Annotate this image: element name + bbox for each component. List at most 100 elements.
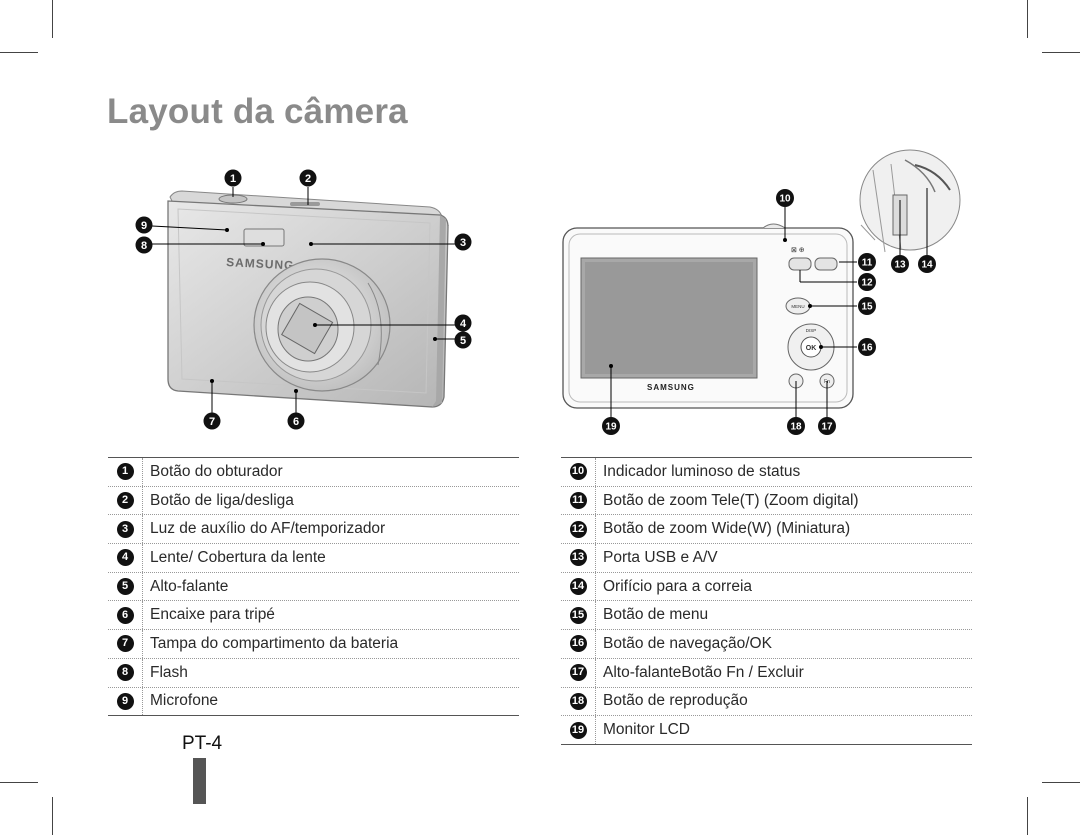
callout-7: 7 xyxy=(209,416,215,428)
legend-number-badge: 19 xyxy=(569,721,587,739)
crop-mark xyxy=(52,797,53,835)
legend-row: 2 Botão de liga/desliga xyxy=(108,486,519,516)
legend-label: Botão de zoom Tele(T) (Zoom digital) xyxy=(603,491,859,509)
callout-5: 5 xyxy=(460,335,466,347)
legend-row: 18 Botão de reprodução xyxy=(561,687,972,717)
svg-text:⊠ ⊕: ⊠ ⊕ xyxy=(791,247,805,254)
legend-number-badge: 12 xyxy=(569,520,587,538)
legend-label: Botão de navegação/OK xyxy=(603,634,772,652)
legend-row: 16 Botão de navegação/OK xyxy=(561,630,972,659)
crop-mark xyxy=(1027,797,1028,835)
legend-row: 9 Microfone xyxy=(108,687,519,716)
camera-back-diagram: SAMSUNG ⊠ ⊕ MENU OK DISP Fn 10 11 12 13 … xyxy=(562,149,961,435)
legend-row: 7 Tampa do compartimento da bateria xyxy=(108,630,519,659)
legend-number-badge: 4 xyxy=(116,549,134,567)
callout-15: 15 xyxy=(861,302,873,313)
legend-number-badge: 5 xyxy=(116,578,134,596)
legend-row: 12 Botão de zoom Wide(W) (Miniatura) xyxy=(561,515,972,545)
legend-row: 1 Botão do obturador xyxy=(108,458,519,487)
callout-11: 11 xyxy=(862,258,873,269)
callout-18: 18 xyxy=(790,422,802,433)
crop-mark xyxy=(0,52,38,53)
legend-label: Alto-falante xyxy=(150,577,229,595)
legend-row: 11 Botão de zoom Tele(T) (Zoom digital) xyxy=(561,486,972,516)
back-brand-logo: SAMSUNG xyxy=(647,383,695,392)
legend-number-badge: 11 xyxy=(569,492,587,510)
crop-mark xyxy=(0,782,38,783)
legend-row: 3 Luz de auxílio do AF/temporizador xyxy=(108,515,519,545)
callout-14: 14 xyxy=(921,260,933,271)
legend-label: Indicador luminoso de status xyxy=(603,462,801,480)
legend-label: Botão de zoom Wide(W) (Miniatura) xyxy=(603,520,851,538)
legend-number-cell: 18 xyxy=(561,687,596,716)
legend-label: Orifício para a correia xyxy=(603,577,753,595)
legend-label: Encaixe para tripé xyxy=(150,606,275,624)
menu-button-text: MENU xyxy=(791,304,804,309)
legend-number-badge: 18 xyxy=(569,692,587,710)
legend-label: Botão de menu xyxy=(603,606,709,624)
callout-16: 16 xyxy=(861,343,873,354)
legend-number-cell: 10 xyxy=(561,458,596,486)
legend-row: 13 Porta USB e A/V xyxy=(561,544,972,573)
callout-10: 10 xyxy=(779,194,791,205)
crop-mark xyxy=(1042,52,1080,53)
legend-label: Botão de reprodução xyxy=(603,692,748,710)
legend-row: 5 Alto-falante xyxy=(108,572,519,602)
legend-label: Lente/ Cobertura da lente xyxy=(150,548,326,566)
legend-row: 6 Encaixe para tripé xyxy=(108,601,519,631)
legend-label: Luz de auxílio do AF/temporizador xyxy=(150,520,386,538)
callout-6: 6 xyxy=(293,416,299,428)
legend-number-badge: 3 xyxy=(116,520,134,538)
legend-number-badge: 10 xyxy=(569,463,587,481)
legend-number-badge: 8 xyxy=(116,664,134,682)
callout-12: 12 xyxy=(861,278,873,289)
crop-mark xyxy=(52,0,53,38)
legend-label: Botão de liga/desliga xyxy=(150,491,294,509)
callout-13: 13 xyxy=(894,260,906,271)
callout-4: 4 xyxy=(460,318,467,330)
legend-number-cell: 6 xyxy=(108,601,143,630)
legend-label: Botão do obturador xyxy=(150,462,283,480)
legend-number-badge: 14 xyxy=(569,578,587,596)
legend-number-badge: 6 xyxy=(116,606,134,624)
legend-number-cell: 5 xyxy=(108,572,143,601)
legend-number-badge: 17 xyxy=(569,664,587,682)
legend-label: Porta USB e A/V xyxy=(603,548,718,566)
page-title: Layout da câmera xyxy=(107,92,408,131)
legend-number-cell: 17 xyxy=(561,658,596,687)
legend-number-badge: 7 xyxy=(116,635,134,653)
legend-number-badge: 13 xyxy=(569,549,587,567)
legend-left: 1 Botão do obturador 2 Botão de liga/deslig… xyxy=(108,457,519,717)
legend-number-cell: 4 xyxy=(108,544,143,572)
crop-mark xyxy=(1027,0,1028,38)
legend-row: 10 Indicador luminoso de status xyxy=(561,458,972,487)
camera-front-diagram: SAMSUNG 1 2 9 8 3 4 5 7 6 xyxy=(135,169,472,430)
legend-label: Microfone xyxy=(150,692,219,710)
legend-row: 15 Botão de menu xyxy=(561,601,972,631)
disp-text: DISP xyxy=(806,328,817,333)
callout-2: 2 xyxy=(305,173,311,185)
legend-number-cell: 2 xyxy=(108,486,143,515)
legend-number-cell: 9 xyxy=(108,687,143,716)
legend-number-badge: 2 xyxy=(116,492,134,510)
legend-number-cell: 1 xyxy=(108,458,143,486)
callout-9: 9 xyxy=(141,220,147,232)
legend-row: 4 Lente/ Cobertura da lente xyxy=(108,544,519,573)
legend-number-badge: 1 xyxy=(116,463,134,481)
page-number: PT-4 xyxy=(182,733,223,754)
callout-8: 8 xyxy=(141,240,147,252)
legend-number-cell: 12 xyxy=(561,515,596,544)
legend-label: Flash xyxy=(150,663,188,681)
legend-number-cell: 16 xyxy=(561,630,596,658)
section-tab xyxy=(193,758,206,804)
callout-1: 1 xyxy=(230,173,236,185)
legend-number-cell: 7 xyxy=(108,630,143,658)
legend-number-badge: 9 xyxy=(116,692,134,710)
legend-label: Tampa do compartimento da bateria xyxy=(150,634,399,652)
crop-mark xyxy=(1042,782,1080,783)
legend-number-cell: 11 xyxy=(561,486,596,515)
legend-number-cell: 15 xyxy=(561,601,596,630)
